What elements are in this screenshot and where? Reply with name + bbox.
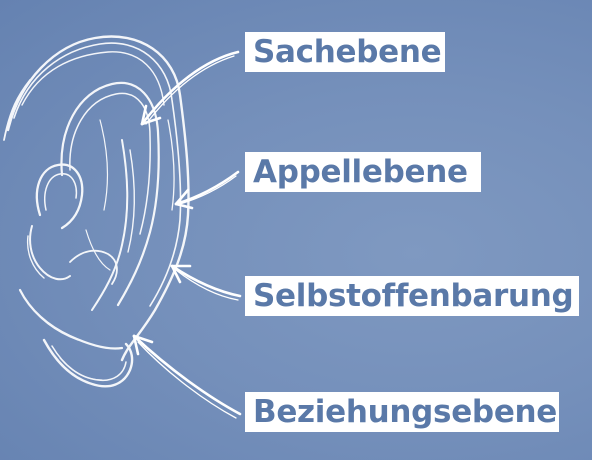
arrow-beziehungsebene	[132, 334, 242, 419]
label-beziehungsebene: Beziehungsebene	[245, 392, 559, 432]
label-appellebene: Appellebene	[245, 152, 481, 192]
arrow-selbstoffenbarung	[170, 264, 242, 301]
label-selbstoffenbarung: Selbstoffenbarung	[245, 276, 579, 316]
arrow-appellebene	[174, 170, 240, 210]
arrow-sachebene	[140, 50, 240, 126]
label-sachebene: Sachebene	[245, 32, 445, 72]
ear-outline	[3, 35, 190, 388]
